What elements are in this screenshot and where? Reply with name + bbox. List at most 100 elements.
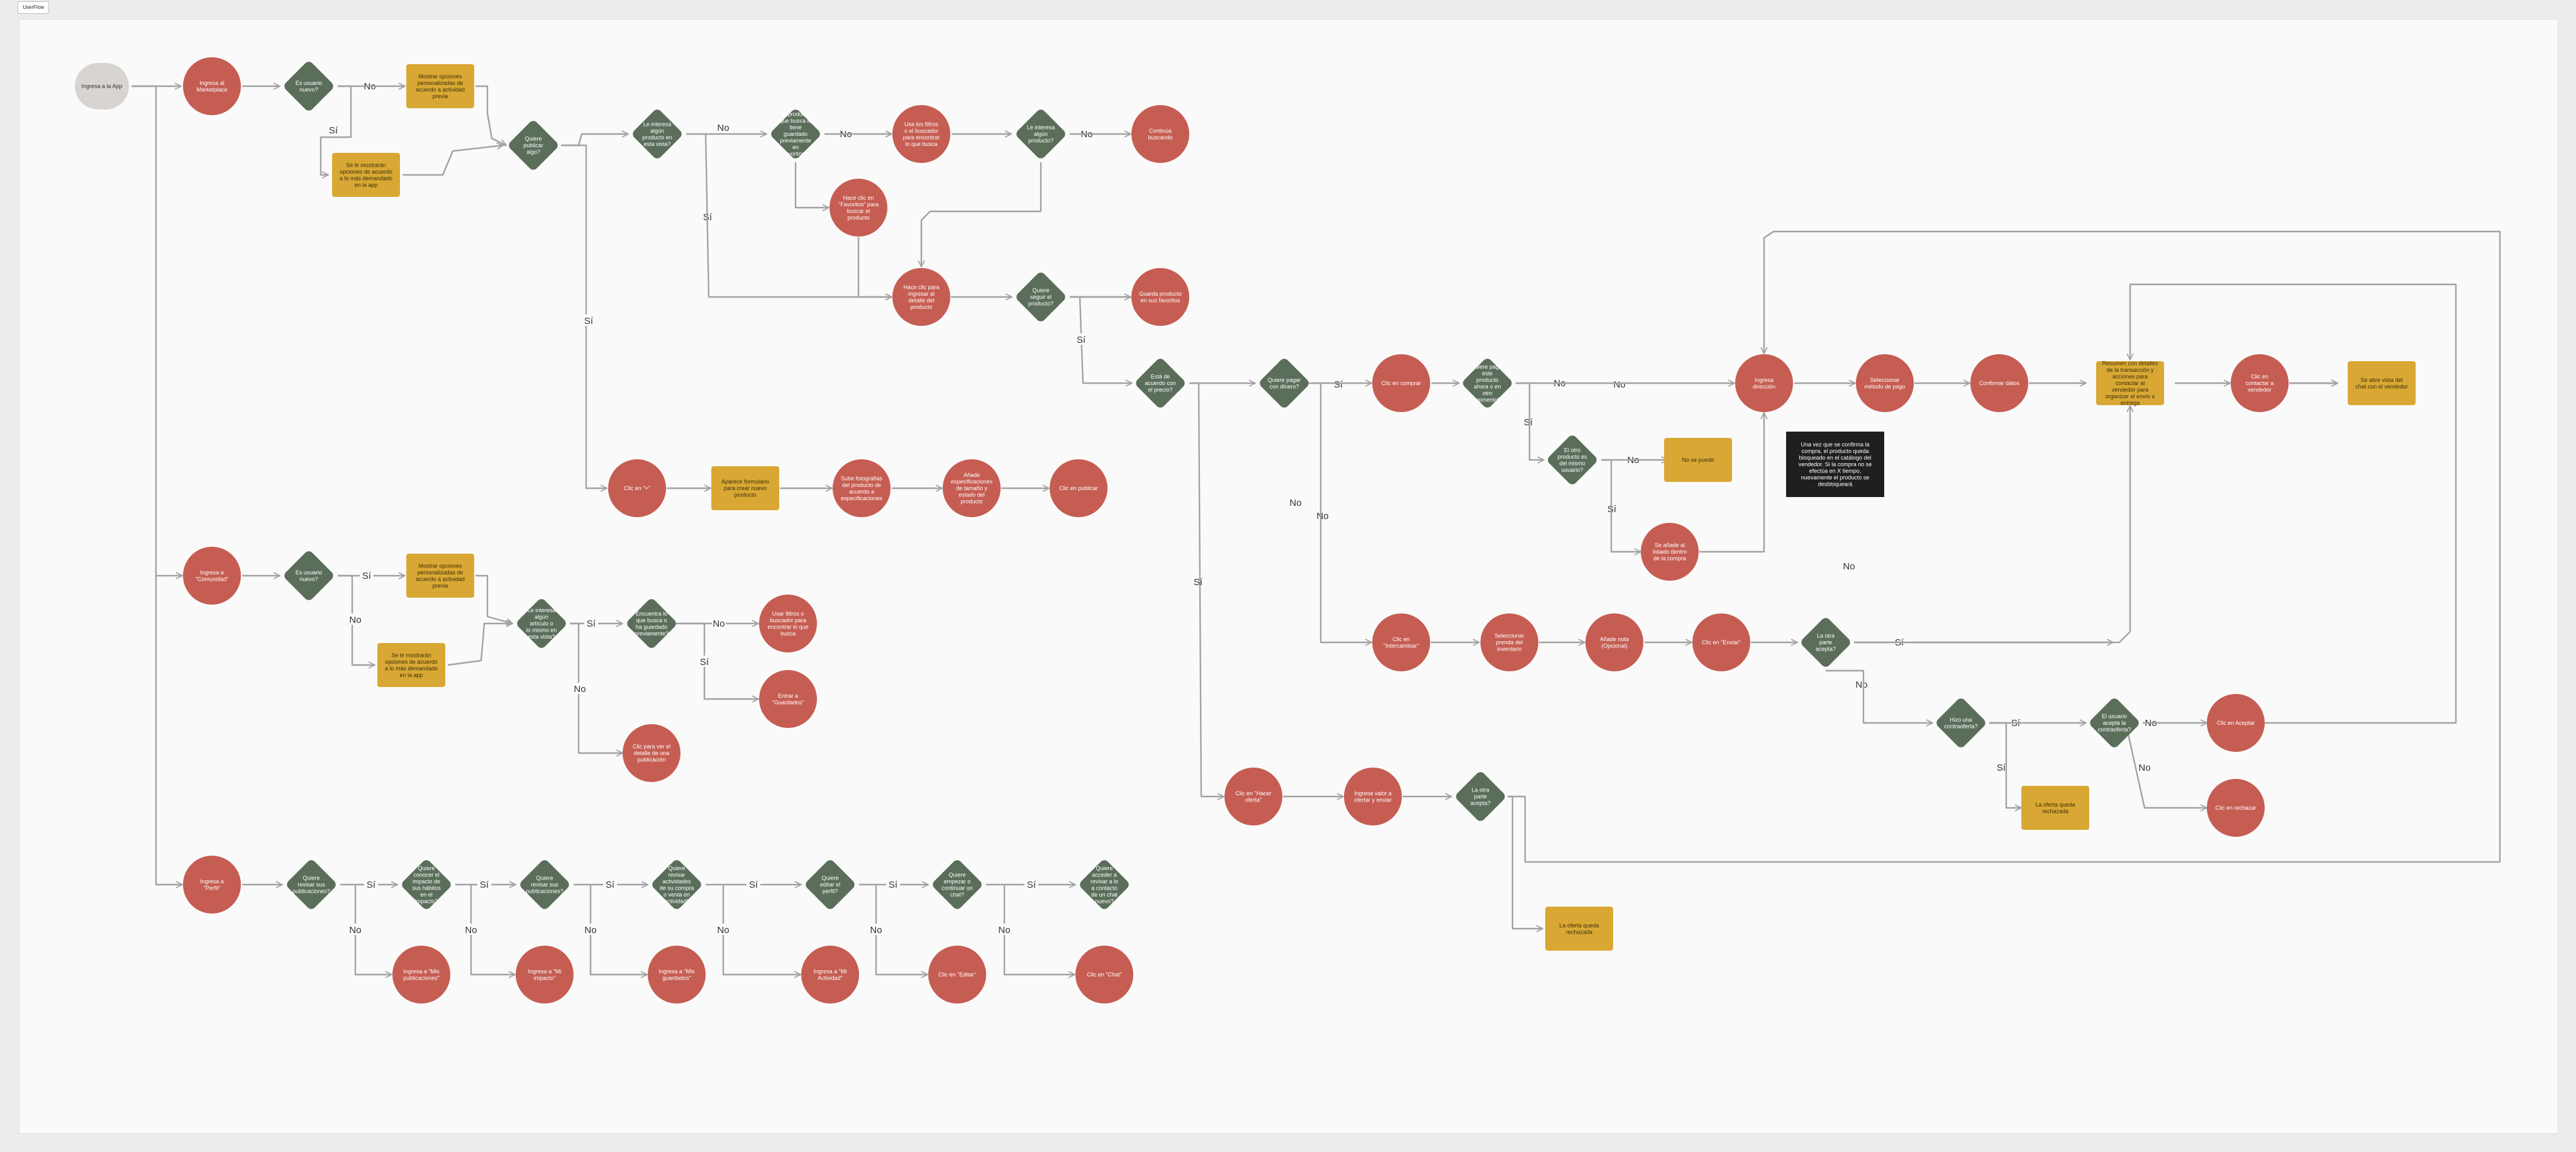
node-label: Añade nota(Opcional) [1600,636,1629,649]
flow-edge [402,145,503,176]
circle-node-c-comunidad[interactable]: Ingresa a"Comunidad" [183,547,241,605]
circle-node-c-rechazar[interactable]: Clic en rechazar [2207,779,2265,837]
node-label: Clic en "+" [624,485,650,491]
circle-node-c-enviar[interactable]: Clic en "Enviar" [1692,613,1750,671]
circle-node-c-entrar-guardados[interactable]: Entrar a"Guardados" [759,670,817,728]
circle-node-c-comprar[interactable]: Clic en comprar [1372,354,1430,412]
node-label: Clic en"Intercambiar" [1384,636,1419,649]
edge-label-bg [1289,496,1302,508]
circle-node-c-publicar[interactable]: Clic en publicar [1050,459,1108,517]
circle-node-c-plus[interactable]: Clic en "+" [608,459,666,517]
edge-label-bg [716,924,730,935]
circle-node-c-p5[interactable]: Clic en "Editar" [928,946,986,1004]
edge-label-bg [1855,678,1868,690]
edge-label: No [870,925,882,936]
edge-label: Sí [329,125,338,136]
edge-label-bg [1316,510,1330,521]
edge-label-bg [1074,333,1088,345]
edge-label-bg [360,569,374,581]
node-label: Clic en rechazar [2215,805,2256,811]
circle-node-c-p6[interactable]: Clic en "Chat" [1075,946,1133,1004]
edge-label-bg [603,878,617,890]
circle-node-c-anade[interactable]: Añade nota(Opcional) [1585,613,1643,671]
edge-label-bg [886,878,900,890]
edge-label: No [584,925,596,936]
flow-edge [704,133,892,297]
edge-label: Sí [1027,880,1036,890]
circle-node-c-intercambiar[interactable]: Clic en"Intercambiar" [1372,613,1430,671]
flow-edge [1079,296,1132,383]
rect-node-r-nopuede[interactable]: No se puede [1664,438,1732,482]
circle-node-c-confirma[interactable]: Confirmar datos [1970,354,2028,412]
tab-userflow[interactable]: UserFlow [18,1,49,14]
circle-node-c-aceptar[interactable]: Clic en Aceptar [2207,694,2265,752]
start-node-n-start[interactable]: Ingresa a la App [75,63,129,109]
edge-label-bg [584,924,597,935]
edge-label-bg [582,315,596,326]
edge-label-bg [573,683,587,694]
connector-line [875,885,928,975]
circle-node-c-perfil[interactable]: Ingresa a"Perfil" [183,856,241,914]
